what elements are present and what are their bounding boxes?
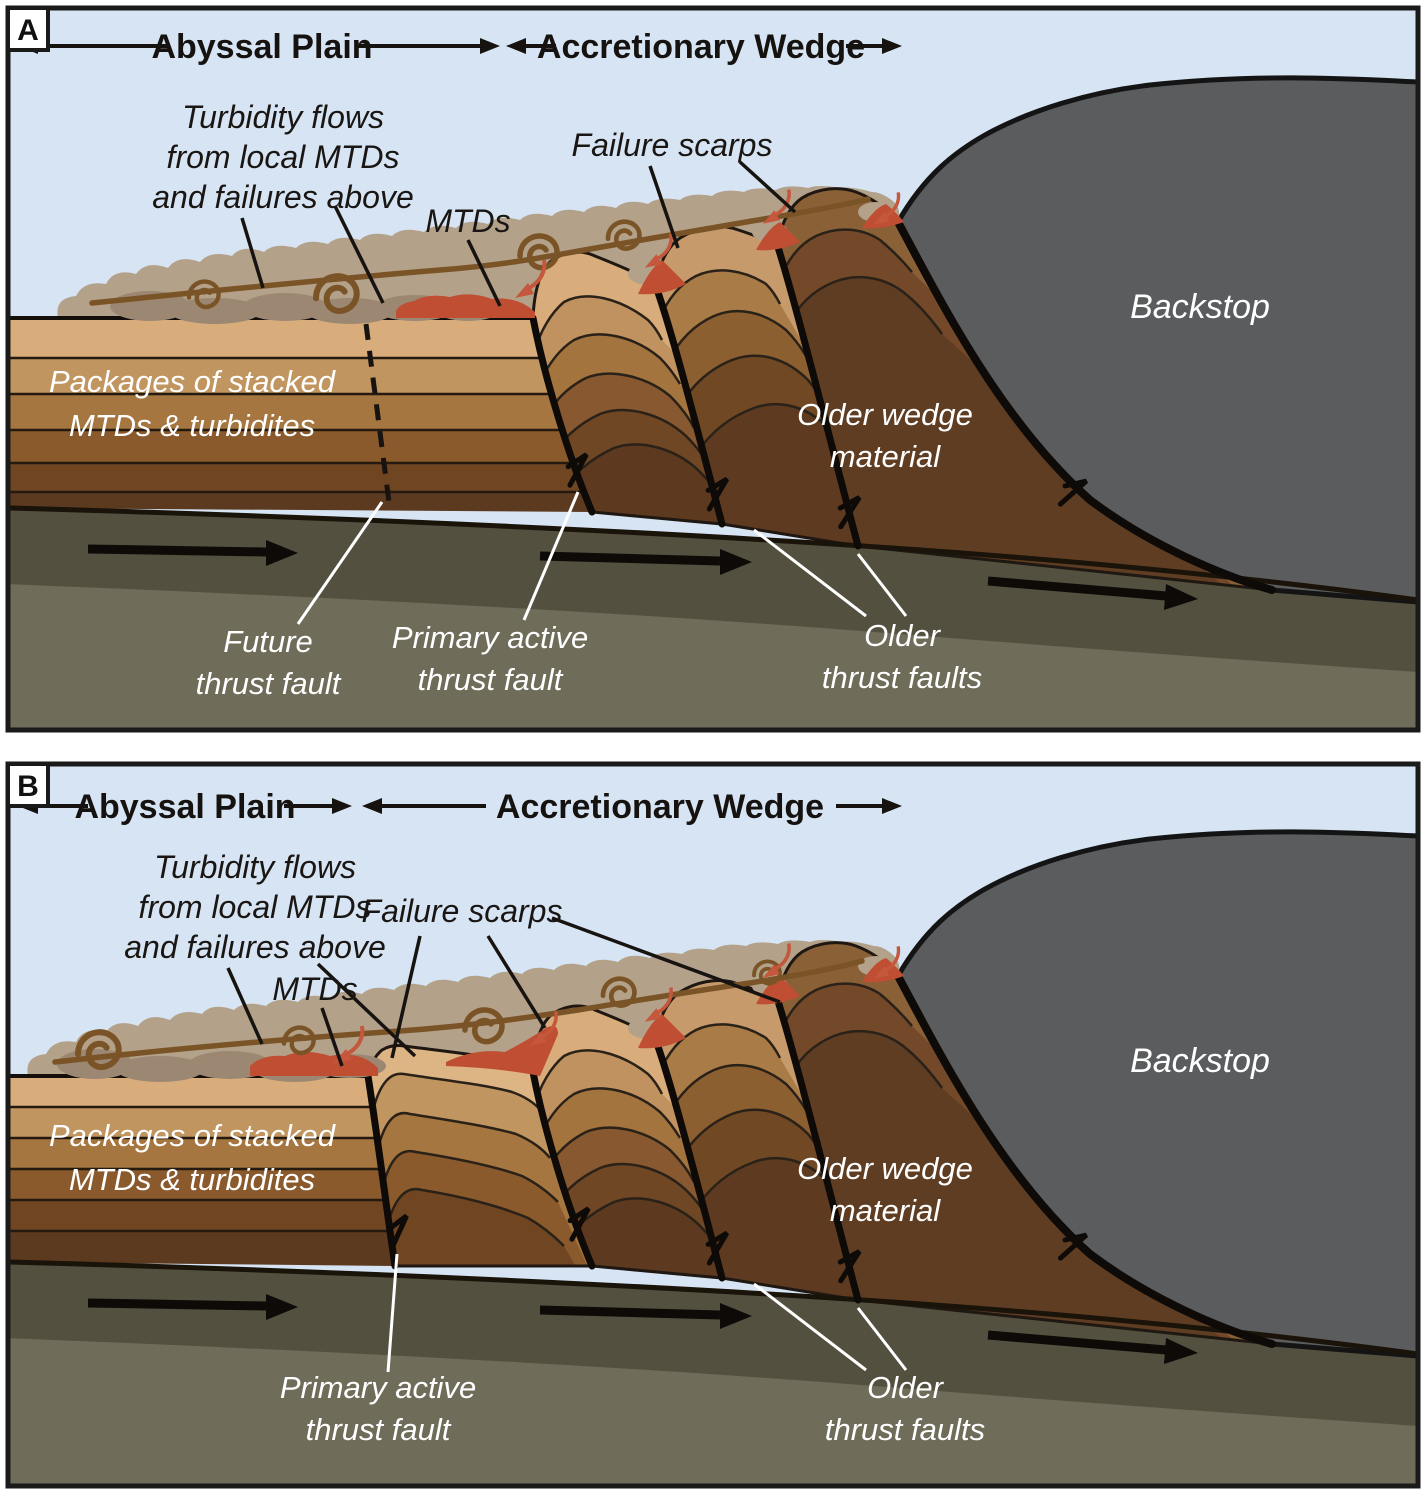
- failure-scarps-label: Failure scarps: [362, 893, 563, 929]
- svg-text:MTDs & turbidites: MTDs & turbidites: [69, 1162, 315, 1197]
- svg-text:material: material: [830, 439, 941, 474]
- svg-text:Older wedge: Older wedge: [797, 397, 973, 432]
- svg-text:and failures above: and failures above: [152, 179, 414, 215]
- region-label-abyssal-plain: Abyssal Plain: [74, 788, 295, 826]
- thrust-fault-1: [529, 1068, 596, 1270]
- region-span-arrows: [18, 798, 902, 814]
- mtd-toe-deposit: [396, 294, 535, 318]
- region-label-abyssal-plain: Abyssal Plain: [151, 28, 372, 66]
- backstop-label: Backstop: [1130, 288, 1270, 326]
- mtds-label: MTDs: [272, 971, 357, 1007]
- mtd-notch-deposit: [638, 260, 686, 295]
- plate-motion-arrows: [87, 1294, 1198, 1364]
- svg-text:Packages of stacked: Packages of stacked: [49, 364, 337, 399]
- future-fault-label: Future thrust fault: [196, 624, 342, 701]
- region-label-accretionary-wedge: Accretionary Wedge: [537, 28, 865, 66]
- white-leader-lines: [296, 491, 908, 625]
- svg-text:thrust faults: thrust faults: [822, 660, 982, 695]
- svg-text:Older wedge: Older wedge: [797, 1151, 973, 1186]
- older-wedge-label: Older wedge material: [797, 397, 973, 474]
- svg-text:Older: Older: [867, 1370, 944, 1405]
- panel-a-letter: A: [17, 14, 39, 47]
- packages-label: Packages of stacked MTDs & turbidites: [49, 364, 337, 443]
- mtd-deposits: [396, 204, 904, 318]
- mtds-label: MTDs: [425, 203, 510, 239]
- panel-b-letter: B: [17, 770, 39, 803]
- turbidity-flows-label: Turbidity flows from local MTDs and fail…: [124, 849, 386, 965]
- backstop-label: Backstop: [1130, 1042, 1270, 1080]
- white-leader-lines: [386, 1253, 908, 1373]
- mtd-notch-deposit: [756, 222, 800, 251]
- svg-text:Primary active: Primary active: [392, 620, 588, 655]
- thrust-fault-2: [651, 280, 726, 528]
- turbidity-flows-label: Turbidity flows from local MTDs and fail…: [152, 99, 414, 215]
- failure-scarps-label: Failure scarps: [572, 127, 773, 163]
- future-thrust-fault-dashed: [363, 323, 392, 503]
- mtd-notch-deposit: [638, 1014, 686, 1049]
- decollement-line: [10, 505, 1416, 603]
- svg-text:thrust fault: thrust fault: [418, 662, 564, 697]
- black-leader-lines: [226, 916, 781, 1067]
- mtd-drape-deposit: [446, 1026, 558, 1076]
- primary-fault-label: Primary active thrust fault: [280, 1370, 476, 1447]
- turbidity-flow-swirls: [52, 958, 865, 1067]
- decollement-line: [10, 1259, 1416, 1357]
- svg-text:Primary active: Primary active: [280, 1370, 476, 1405]
- svg-text:Packages of stacked: Packages of stacked: [49, 1118, 337, 1153]
- svg-text:from local MTDs: from local MTDs: [167, 139, 400, 175]
- plate-motion-arrows: [87, 540, 1198, 610]
- svg-text:thrust faults: thrust faults: [825, 1412, 985, 1447]
- svg-text:Turbidity flows: Turbidity flows: [154, 849, 356, 885]
- abyssal-sediment-stack: [10, 316, 592, 512]
- abyssal-sediment-stack: [10, 1074, 395, 1266]
- svg-text:material: material: [830, 1193, 941, 1228]
- primary-fault-label: Primary active thrust fault: [392, 620, 588, 697]
- packages-label: Packages of stacked MTDs & turbidites: [49, 1118, 337, 1197]
- panel-a-letter-box: A: [6, 6, 50, 52]
- panel-b-border: [5, 761, 1421, 1489]
- thrust-fault-2: [651, 1034, 726, 1282]
- svg-text:Future: Future: [223, 624, 313, 659]
- older-faults-label: Older thrust faults: [825, 1370, 985, 1447]
- svg-text:Older: Older: [864, 618, 941, 653]
- panel-b-letter-box: B: [6, 762, 50, 808]
- svg-text:and failures above: and failures above: [124, 929, 386, 965]
- svg-text:Turbidity flows: Turbidity flows: [182, 99, 384, 135]
- svg-text:thrust fault: thrust fault: [196, 666, 342, 701]
- panel-a-border: [5, 5, 1421, 733]
- svg-text:MTDs & turbidites: MTDs & turbidites: [69, 408, 315, 443]
- region-label-accretionary-wedge: Accretionary Wedge: [496, 788, 824, 826]
- older-wedge-label: Older wedge material: [797, 1151, 973, 1228]
- black-leader-lines: [240, 160, 797, 307]
- primary-active-thrust-fault: [529, 314, 596, 516]
- older-faults-label: Older thrust faults: [822, 618, 982, 695]
- svg-text:from local MTDs: from local MTDs: [139, 889, 372, 925]
- panel-b: Abyssal Plain Accretionary Wedge Turbidi…: [5, 761, 1421, 1489]
- region-span-arrows: [18, 38, 902, 54]
- svg-text:thrust fault: thrust fault: [306, 1412, 452, 1447]
- panel-a: Abyssal Plain Accretionary Wedge Turbidi…: [5, 5, 1421, 733]
